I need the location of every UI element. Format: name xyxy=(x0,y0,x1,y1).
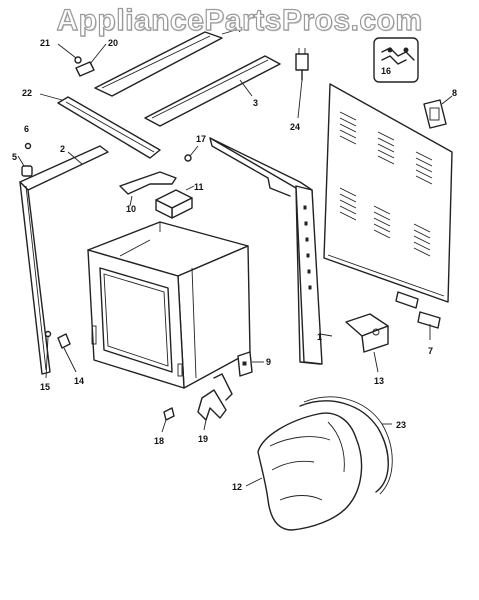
callout-5: 5 xyxy=(12,152,17,162)
callout-8: 8 xyxy=(452,88,457,98)
part-10-hinge-link xyxy=(119,171,177,207)
callout-3: 3 xyxy=(253,98,258,108)
oven-cavity xyxy=(87,221,251,389)
part-17-screw xyxy=(184,145,199,162)
callout-labels: 1 2 3 4 5 6 7 8 9 10 11 12 13 14 15 16 1… xyxy=(12,24,457,492)
part-20-clip xyxy=(75,43,107,77)
callout-17: 17 xyxy=(196,134,206,144)
callout-19: 19 xyxy=(198,434,208,444)
callout-15: 15 xyxy=(40,382,50,392)
part-11-hinge-receptacle xyxy=(155,185,195,219)
part-23-gasket xyxy=(299,396,393,495)
callout-10: 10 xyxy=(126,204,136,214)
callout-11: 11 xyxy=(194,182,204,192)
part-4-top-trim xyxy=(94,29,237,97)
part-24-terminal-block xyxy=(295,48,309,119)
callout-9: 9 xyxy=(266,357,271,367)
callout-24: 24 xyxy=(290,122,300,132)
callout-18: 18 xyxy=(154,436,164,446)
part-3-top-trim xyxy=(144,55,281,127)
part-15-screw xyxy=(44,330,52,379)
part-18-screw xyxy=(161,407,175,433)
callout-7: 7 xyxy=(428,346,433,356)
part-7-back-panel xyxy=(323,83,453,340)
part-22-trim-strip xyxy=(39,93,161,159)
part-5-knob xyxy=(17,155,33,177)
callout-6: 6 xyxy=(24,124,29,134)
part-14-clip xyxy=(57,333,77,373)
part-16-boxed-component xyxy=(373,37,419,83)
callout-23: 23 xyxy=(396,420,406,430)
part-1-side-panel xyxy=(209,137,333,365)
callout-20: 20 xyxy=(108,38,118,48)
part-21-screw xyxy=(57,43,82,64)
part-13-bracket xyxy=(345,313,389,373)
callout-21: 21 xyxy=(40,38,50,48)
part-19-hinge xyxy=(197,373,233,431)
part-8-bracket xyxy=(423,95,453,129)
callout-14: 14 xyxy=(74,376,84,386)
callout-13: 13 xyxy=(374,376,384,386)
callout-12: 12 xyxy=(232,482,242,492)
callout-16: 16 xyxy=(381,66,391,76)
part-9-bracket xyxy=(237,351,264,377)
callout-2: 2 xyxy=(60,144,65,154)
part-2-side-trim xyxy=(19,145,109,375)
callout-22: 22 xyxy=(22,88,32,98)
part-12-insulation xyxy=(245,412,363,531)
vent-slots xyxy=(339,111,433,257)
part-6-screw xyxy=(24,142,32,150)
callout-4: 4 xyxy=(236,24,241,34)
callout-1: 1 xyxy=(317,332,322,342)
